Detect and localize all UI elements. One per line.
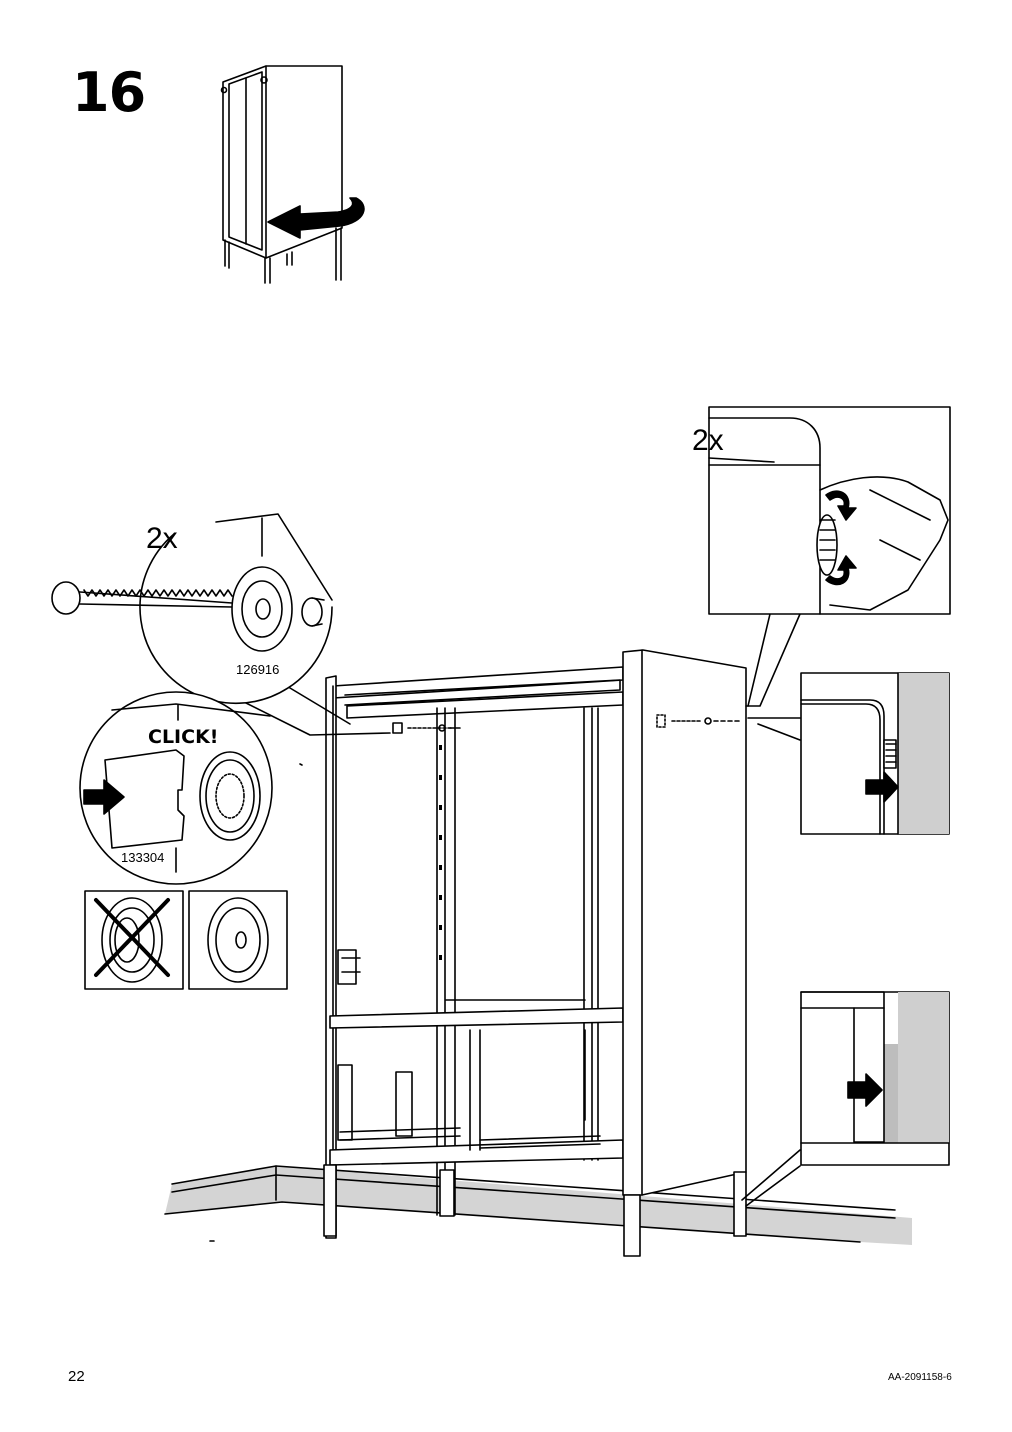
knob-detail-box	[708, 406, 951, 615]
wrong-example-box	[84, 890, 184, 990]
screw-quantity: 2x	[146, 522, 178, 555]
knob-quantity: 2x	[692, 424, 724, 457]
turn-arrow-icon	[825, 555, 857, 586]
page-number: 22	[68, 1368, 85, 1385]
rotate-arrow-icon	[267, 197, 365, 239]
floor	[164, 1165, 912, 1245]
step-number: 16	[72, 61, 146, 124]
push-arrow-icon	[83, 779, 125, 815]
right-example-box	[188, 890, 288, 990]
turn-arrow-icon	[825, 490, 857, 521]
main-cabinet	[299, 649, 747, 1257]
gap-detail-box-bottom	[800, 991, 950, 1166]
gap-arrow-icon	[847, 1073, 883, 1107]
gap-detail-box-top	[800, 672, 950, 835]
click-label: CLICK!	[148, 726, 219, 748]
document-code: AA-2091158-6	[888, 1372, 952, 1383]
cross-mark-icon	[94, 898, 170, 977]
screw-part-number: 126916	[236, 662, 280, 677]
gap-arrow-icon	[865, 771, 899, 803]
cabinet-rotate-overview	[220, 65, 365, 284]
cover-click-circle	[79, 691, 273, 885]
screw-detail-circle	[51, 513, 333, 705]
cover-part-number: 133304	[121, 850, 165, 865]
